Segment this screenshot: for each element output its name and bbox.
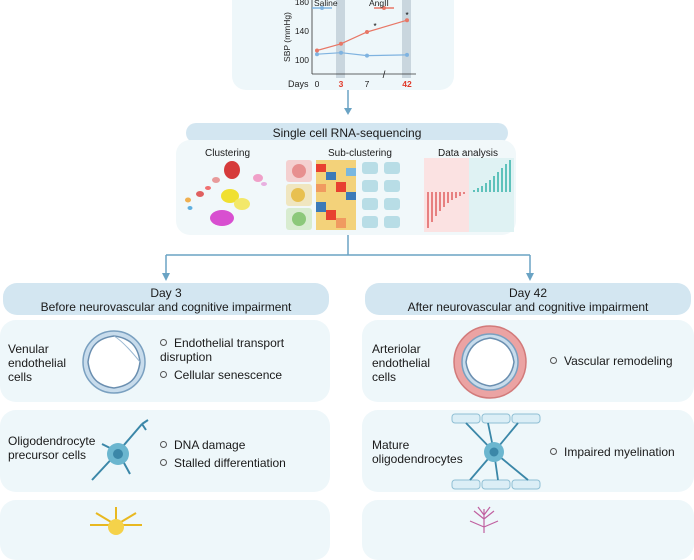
left-header-desc: Before neurovascular and cognitive impai… bbox=[40, 300, 292, 314]
x-tick-7: 7 bbox=[365, 79, 370, 89]
series-angii-line bbox=[316, 19, 408, 52]
subclustering-label: Sub-clustering bbox=[328, 148, 392, 159]
days-label: Days bbox=[288, 79, 309, 89]
highlight-band-day3 bbox=[336, 0, 345, 78]
scrna-title-pill: Single cell RNA-sequencing bbox=[186, 123, 508, 143]
point-angii-day7 bbox=[365, 30, 369, 34]
scrna-title: Single cell RNA-sequencing bbox=[272, 126, 422, 140]
legend-saline: Saline bbox=[314, 0, 338, 8]
right-header-desc: After neurovascular and cognitive impair… bbox=[407, 300, 649, 314]
bullet-icon bbox=[160, 339, 167, 347]
right-row-arteriolar-cell: Arteriolar endothelial cells bbox=[372, 342, 431, 384]
split-connector bbox=[162, 235, 534, 281]
microglia-icon bbox=[469, 506, 499, 533]
legend-angii: AngII bbox=[369, 0, 389, 8]
sig-star-day42: * bbox=[405, 11, 408, 20]
x-tick-0: 0 bbox=[315, 79, 320, 89]
bullet-icon bbox=[550, 357, 557, 365]
point-saline-day7 bbox=[365, 53, 369, 58]
down-arrow-1 bbox=[344, 90, 352, 115]
left-row-venular-bullet-2: Cellular senescence bbox=[160, 368, 320, 382]
x-tick-3: 3 bbox=[339, 79, 344, 89]
left-row-venular-bullet-1: Endothelial transport disruption bbox=[160, 336, 285, 364]
right-row-bottom-partial bbox=[362, 500, 694, 560]
right-header-day: Day 42 bbox=[508, 286, 548, 300]
bullet-icon bbox=[160, 371, 167, 379]
y-tick-140: 140 bbox=[295, 26, 309, 36]
left-row-venular: Venular endothelial cells Endothelial tr… bbox=[0, 320, 330, 402]
left-row-bottom-partial bbox=[0, 500, 330, 560]
right-row-arteriolar-bullet-1: Vascular remodeling bbox=[550, 354, 690, 368]
point-angii-day42 bbox=[405, 18, 409, 23]
bullet-icon bbox=[550, 448, 557, 456]
bullet-icon bbox=[160, 441, 167, 449]
data-analysis-bars bbox=[424, 158, 514, 232]
bp-chart: 180 140 100 SBP (mmHg) Days 0 3 7 42 / S… bbox=[282, 0, 416, 89]
point-saline-day42 bbox=[405, 52, 409, 57]
y-tick-180: 180 bbox=[295, 0, 309, 7]
clustering-umap bbox=[185, 161, 267, 226]
left-row-venular-cell: Venular endothelial cells bbox=[8, 342, 67, 384]
data-analysis-label: Data analysis bbox=[438, 148, 499, 159]
point-angii-day3 bbox=[339, 41, 343, 46]
right-row-mature-ol-cell: Mature oligodendrocytes bbox=[372, 438, 463, 466]
sig-star-day7: * bbox=[373, 22, 376, 31]
clustering-label: Clustering bbox=[205, 148, 251, 159]
opc-cell-icon bbox=[91, 419, 149, 481]
series-saline-line bbox=[316, 52, 408, 57]
right-row-mature-ol: Mature oligodendrocytes Impaired myelina… bbox=[362, 410, 694, 492]
left-row-opc-cell: Oligodendrocyte precursor cells bbox=[8, 434, 96, 462]
arteriole-icon bbox=[453, 325, 527, 399]
right-row-mature-ol-bullet-1: Impaired myelination bbox=[550, 445, 690, 459]
x-tick-42: 42 bbox=[402, 79, 412, 89]
heatmap bbox=[316, 160, 356, 230]
y-tick-100: 100 bbox=[295, 55, 309, 65]
legend-angii-dot bbox=[382, 6, 386, 10]
right-row-arteriolar: Arteriolar endothelial cells Vascular re… bbox=[362, 320, 694, 402]
astrocyte-icon bbox=[90, 507, 142, 535]
mature-oligodendrocyte-icon bbox=[451, 413, 541, 490]
highlight-band-day42 bbox=[402, 0, 411, 78]
left-row-opc-bullet-1: DNA damage bbox=[160, 438, 320, 452]
left-row-opc: Oligodendrocyte precursor cells DNA dama… bbox=[0, 410, 330, 492]
axis-break-mark: / bbox=[383, 70, 386, 81]
bullet-icon bbox=[160, 459, 167, 467]
right-header: Day 42 After neurovascular and cognitive… bbox=[365, 283, 691, 315]
subclustering-panels bbox=[286, 160, 400, 230]
y-axis-label: SBP (mmHg) bbox=[282, 12, 292, 62]
left-row-opc-bullet-2: Stalled differentiation bbox=[160, 456, 320, 470]
left-header: Day 3 Before neurovascular and cognitive… bbox=[3, 283, 329, 315]
point-saline-day3 bbox=[339, 50, 343, 55]
point-angii-day0 bbox=[315, 48, 319, 53]
legend-saline-dot bbox=[320, 6, 324, 10]
venule-icon bbox=[82, 330, 146, 394]
left-header-day: Day 3 bbox=[150, 286, 182, 300]
point-saline-day0 bbox=[315, 52, 319, 57]
